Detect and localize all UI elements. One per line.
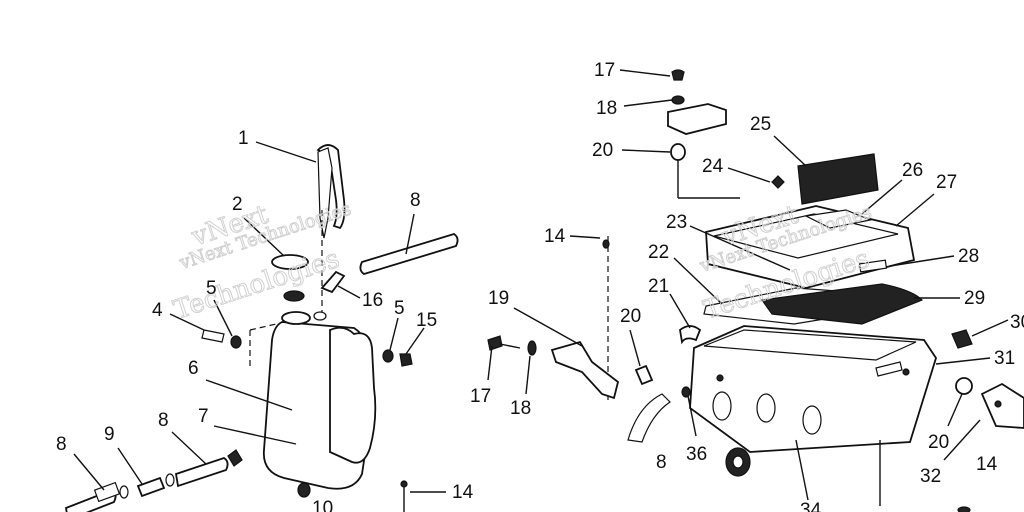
callout-18b: 18 bbox=[510, 398, 531, 419]
callout-25: 25 bbox=[750, 114, 771, 135]
callout-32: 32 bbox=[920, 466, 941, 487]
callout-6: 6 bbox=[188, 358, 199, 379]
callout-8b: 8 bbox=[56, 434, 67, 455]
side-washer bbox=[527, 340, 537, 356]
side-grommet bbox=[634, 364, 654, 386]
callout-8c: 8 bbox=[158, 410, 169, 431]
tank-strap-outline bbox=[249, 323, 277, 370]
callout-21: 21 bbox=[648, 276, 669, 297]
callout-2: 2 bbox=[232, 194, 243, 215]
side-pad bbox=[951, 329, 973, 349]
body-screw-2 bbox=[902, 368, 910, 376]
callout-27: 27 bbox=[936, 172, 957, 193]
callout-26: 26 bbox=[902, 160, 923, 181]
callout-17b: 17 bbox=[470, 386, 491, 407]
vent-nipple bbox=[313, 311, 327, 321]
callout-8d: 8 bbox=[656, 452, 667, 473]
callout-24: 24 bbox=[702, 156, 724, 177]
tank-washer bbox=[230, 335, 242, 349]
fuel-tank-assembly bbox=[64, 144, 459, 512]
callout-30: 30 bbox=[1010, 312, 1024, 333]
airbox-assembly bbox=[487, 69, 1024, 512]
hose-clamp bbox=[93, 481, 121, 503]
callout-labels: 1 2 8 4 5 16 5 15 6 7 8 9 8 14 10 17 18 … bbox=[56, 60, 1024, 512]
callout-17: 17 bbox=[594, 60, 615, 81]
filter-screen bbox=[760, 283, 924, 325]
callout-23: 23 bbox=[666, 212, 687, 233]
callout-16: 16 bbox=[362, 290, 383, 311]
airbox-port-2 bbox=[756, 393, 776, 423]
tank-cap bbox=[271, 254, 309, 270]
tank-side-panel bbox=[329, 326, 377, 464]
mount-bracket bbox=[667, 103, 727, 135]
cap-gasket bbox=[283, 290, 305, 302]
callout-4: 4 bbox=[152, 300, 163, 321]
callout-15: 15 bbox=[416, 310, 437, 331]
lid-vent-slot bbox=[858, 259, 888, 273]
right-washer bbox=[382, 349, 394, 363]
outlet-fitting bbox=[297, 482, 311, 498]
airbox-port-3 bbox=[802, 405, 822, 435]
leader-lines bbox=[73, 69, 1009, 501]
filter-fastener bbox=[771, 175, 785, 189]
callout-19: 19 bbox=[488, 288, 509, 309]
tank-bolt bbox=[201, 329, 225, 343]
callout-36: 36 bbox=[686, 444, 707, 465]
foam-filter bbox=[797, 153, 879, 205]
lid-raised-panel bbox=[804, 209, 873, 229]
right-bracket bbox=[980, 382, 1024, 429]
callout-28: 28 bbox=[958, 246, 979, 267]
callout-5b: 5 bbox=[394, 298, 405, 319]
callout-8: 8 bbox=[410, 190, 421, 211]
side-clip bbox=[875, 361, 903, 377]
bracket-hole bbox=[994, 400, 1002, 408]
callout-22: 22 bbox=[648, 242, 669, 263]
callout-9: 9 bbox=[104, 424, 115, 445]
side-bolt bbox=[487, 335, 503, 351]
body-screw-1 bbox=[716, 374, 724, 382]
callout-7: 7 bbox=[198, 406, 209, 427]
callout-20b: 20 bbox=[620, 306, 641, 327]
callout-31: 31 bbox=[994, 348, 1015, 369]
clamp-ring-2 bbox=[165, 473, 175, 487]
fuel-line-mid bbox=[174, 457, 229, 488]
lid-top-face bbox=[713, 213, 899, 259]
top-grommet bbox=[671, 95, 685, 105]
top-bolt bbox=[671, 69, 685, 81]
sleeve bbox=[679, 325, 702, 345]
bottom-fastener bbox=[957, 506, 971, 512]
drain-plug-center bbox=[732, 455, 744, 469]
callout-29: 29 bbox=[964, 288, 985, 309]
bracket-grommet bbox=[670, 143, 686, 161]
callout-5: 5 bbox=[206, 278, 217, 299]
fuel-line-upper bbox=[359, 233, 459, 275]
right-grommet bbox=[955, 377, 973, 395]
callout-14: 14 bbox=[452, 482, 474, 503]
side-bolt-shaft bbox=[499, 343, 521, 349]
tank-filler-neck bbox=[281, 311, 311, 325]
line-connector bbox=[227, 449, 243, 467]
callout-1: 1 bbox=[238, 128, 249, 149]
right-nut bbox=[399, 353, 413, 367]
bottom-bolt-head bbox=[400, 480, 408, 488]
callout-14b: 14 bbox=[544, 226, 566, 247]
center-bolt-head bbox=[602, 239, 610, 249]
elbow-fitting bbox=[320, 270, 346, 294]
callout-14c: 14 bbox=[976, 454, 998, 475]
side-hose bbox=[627, 393, 671, 443]
clamp-ring bbox=[119, 485, 129, 499]
side-bracket bbox=[550, 340, 620, 400]
callout-20: 20 bbox=[592, 140, 613, 161]
airbox-opening bbox=[703, 329, 917, 361]
fuel-filter bbox=[136, 476, 166, 498]
callout-34: 34 bbox=[800, 500, 822, 512]
hose-fitting bbox=[681, 386, 691, 398]
airbox-port-1 bbox=[712, 391, 732, 421]
callout-18: 18 bbox=[596, 98, 617, 119]
callout-20c: 20 bbox=[928, 432, 949, 453]
callout-10: 10 bbox=[312, 498, 333, 512]
